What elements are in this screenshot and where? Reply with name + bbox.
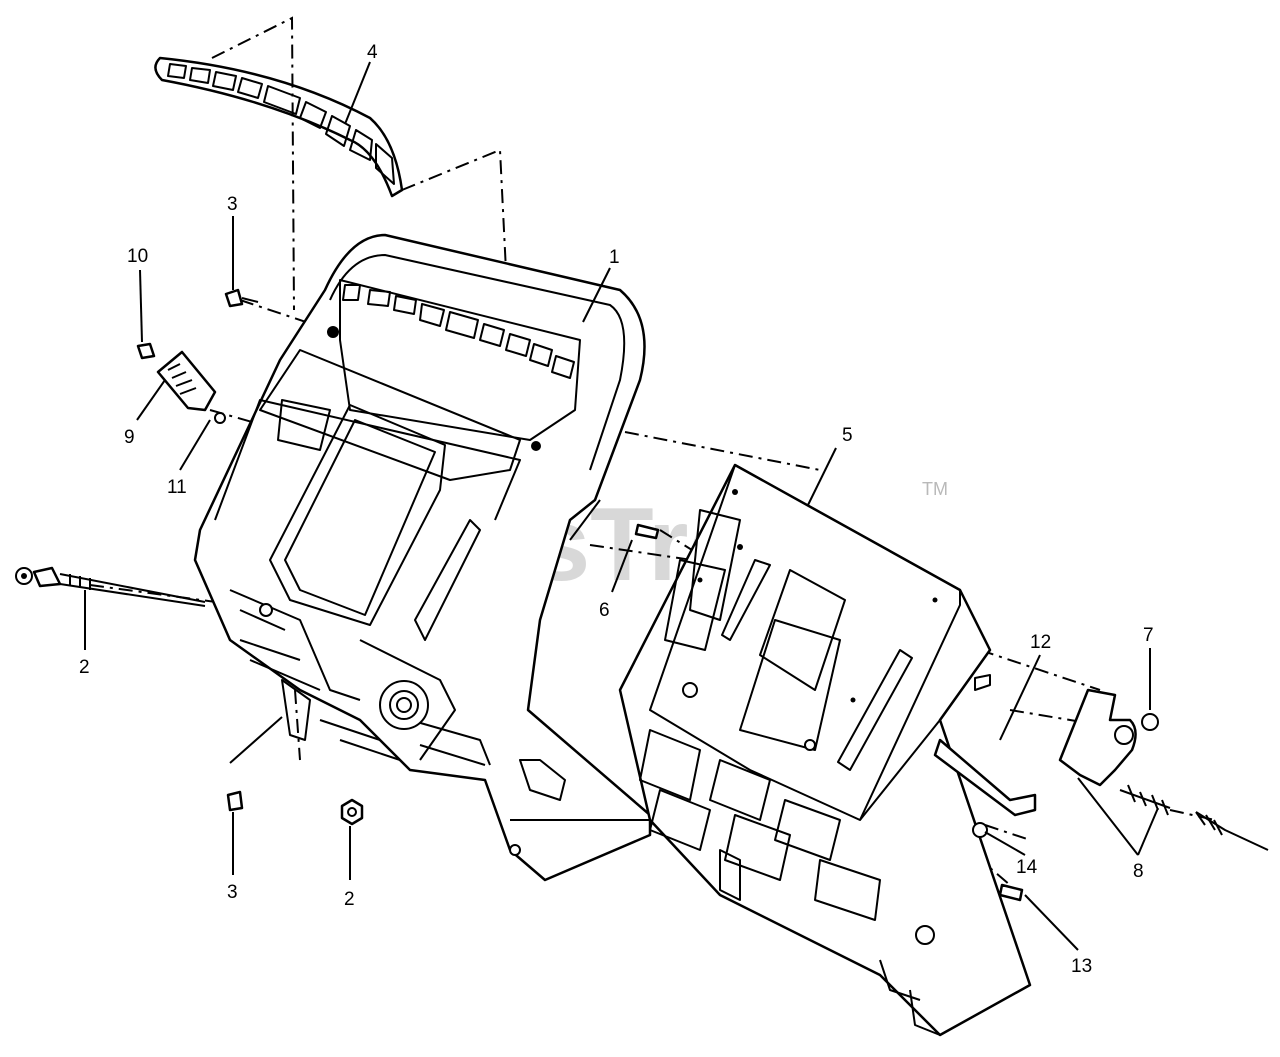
part-8-cable-bracket [1058,688,1269,851]
callout-13: 13 [1071,956,1092,977]
callout-1: 1 [609,247,620,268]
callout-10: 10 [127,246,148,267]
callout-7: 7 [1143,625,1154,646]
hardware [136,288,1159,902]
callout-12: 12 [1030,632,1051,653]
callout-14: 14 [1016,857,1038,878]
callout-9: 9 [124,427,135,448]
watermark-trademark: TM [922,479,948,499]
callout-11: 11 [167,477,187,498]
callouts: 1 2 2 3 3 4 5 6 7 8 9 10 11 12 13 14 [79,42,1154,977]
part-1-dash-panel [193,233,652,882]
callout-4: 4 [367,42,378,63]
callout-3-top-screw: 3 [227,194,238,215]
callout-8: 8 [1133,861,1144,882]
callout-2-nut: 2 [344,889,355,910]
part-12-plate [933,738,1037,817]
part-4-grille [154,56,404,198]
leader-lines [84,61,1159,951]
part-2-cable [15,566,206,607]
callout-2-cable: 2 [79,657,90,678]
callout-5: 5 [842,425,853,446]
callout-3-bottom-screw: 3 [227,882,238,903]
part-5-bracket-housing [618,463,1032,1037]
callout-6: 6 [599,600,610,621]
